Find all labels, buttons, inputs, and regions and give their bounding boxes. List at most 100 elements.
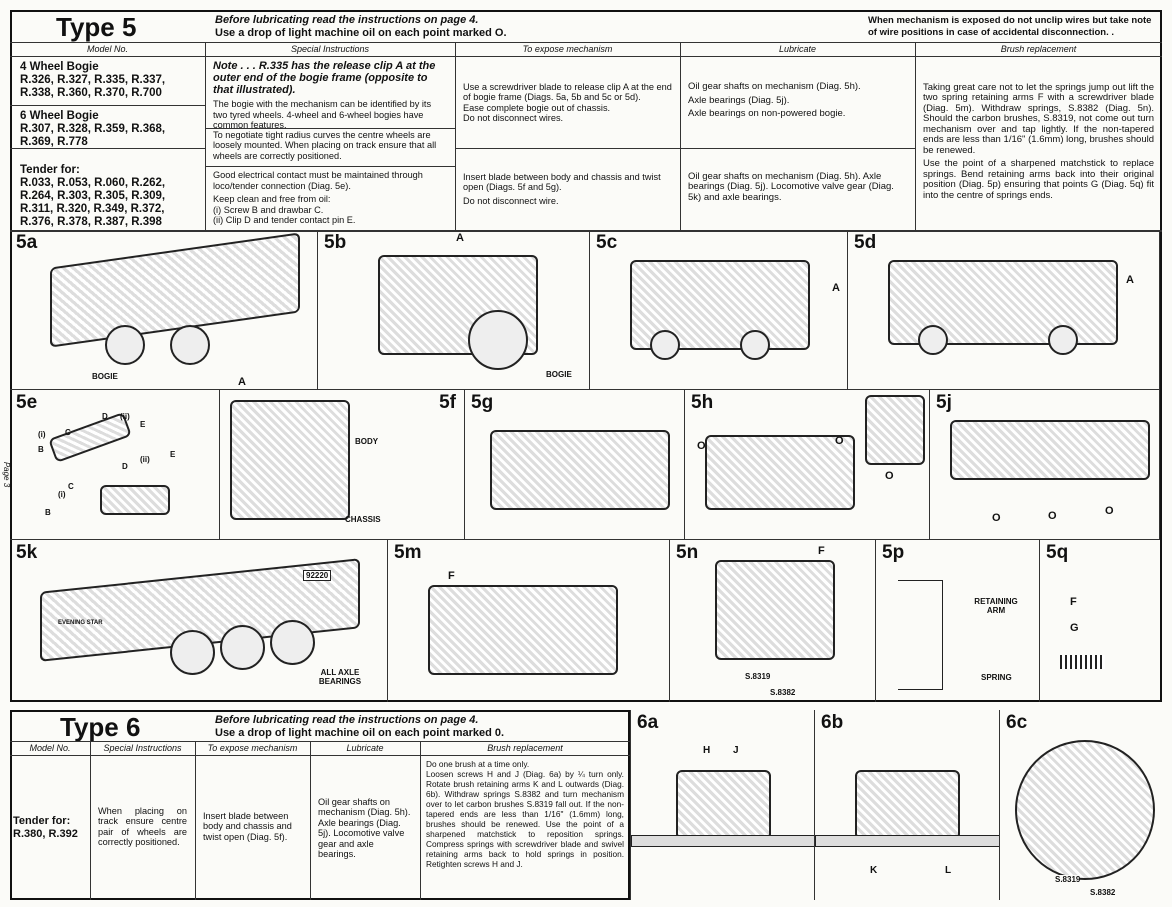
- lubricate-bogie-cell: Oil gear shafts on mechanism (Diag. 5h).…: [680, 57, 915, 148]
- type5-header-line2: Use a drop of light machine oil on each …: [215, 27, 507, 39]
- tag: A: [456, 232, 464, 244]
- tag: BOGIE: [546, 370, 572, 379]
- diagram-6a: 6a H J: [630, 710, 815, 900]
- tag: S.8319: [1055, 875, 1081, 884]
- tag: A: [1126, 274, 1134, 286]
- tag: (i): [58, 490, 66, 499]
- tag: BODY: [355, 437, 379, 446]
- diagram-label: 5k: [16, 542, 38, 563]
- tag: H: [703, 745, 711, 756]
- tag: O: [885, 470, 894, 482]
- bogie-text: The bogie with the mechanism can be iden…: [213, 99, 432, 130]
- tag: SPRING: [981, 673, 1012, 682]
- expose-text: Use a screwdriver blade to release clip …: [463, 81, 672, 103]
- brush-text: Taking great care not to let the springs…: [923, 81, 1154, 156]
- tag: (ii): [120, 412, 130, 421]
- t6-model: Tender for:R.380, R.392: [10, 756, 90, 900]
- diagram-label: 6a: [637, 712, 659, 733]
- tag: A: [238, 376, 246, 388]
- diagram-label: 5d: [854, 232, 877, 253]
- model-group-title: 6 Wheel Bogie: [20, 110, 99, 122]
- page-number: Page 3: [2, 461, 12, 488]
- lubricate-text: Axle bearings (Diag. 5j). Locomotive val…: [318, 817, 405, 860]
- model-list: R.380, R.392: [13, 828, 78, 840]
- t6-col-special: Special Instructions: [90, 741, 195, 756]
- expose-text: Do not disconnect wires.: [463, 113, 564, 123]
- expose-text: Insert blade between body and chassis an…: [203, 810, 292, 842]
- tag: O: [1048, 510, 1057, 522]
- diagram-label: 5b: [324, 232, 347, 253]
- tag: E: [170, 450, 176, 459]
- diagram-label: 5m: [394, 542, 422, 563]
- col-lubricate: Lubricate: [680, 42, 915, 57]
- tag: 92220: [303, 570, 332, 581]
- tag: RETAINING ARM: [974, 597, 1018, 615]
- diagram-label: 5j: [936, 392, 952, 413]
- type6-header-line2: Use a drop of light machine oil on each …: [215, 727, 505, 739]
- note-text: Note . . . R.335 has the release clip A …: [213, 60, 436, 96]
- tag: D: [122, 462, 128, 471]
- tag: E: [140, 420, 146, 429]
- brush-text: Loosen screws H and J (Diag. 6a) by ¼ tu…: [426, 769, 624, 869]
- clean-i: (i) Screw B and drawbar C.: [213, 204, 324, 215]
- col-brush: Brush replacement: [915, 42, 1162, 57]
- type5-section: [10, 10, 1162, 702]
- model-group-title: Tender for:: [20, 164, 80, 176]
- type5-title: Type 5: [56, 12, 137, 42]
- model-list: R.307, R.328, R.359, R.368, R.369, R.778: [20, 123, 166, 148]
- tag: B: [45, 508, 51, 517]
- tag: F: [1070, 596, 1077, 608]
- diagram-label: 5g: [471, 392, 494, 413]
- tag: F: [448, 570, 455, 582]
- type6-section: [10, 710, 630, 900]
- diagram-label: 5q: [1046, 542, 1069, 563]
- tag: J: [733, 745, 739, 756]
- t6-col-model: Model No.: [10, 741, 90, 756]
- tag: S.8382: [770, 688, 796, 697]
- expose-text: Ease complete bogie out of chassis.: [463, 102, 611, 113]
- expose-text: Insert blade between body and chassis an…: [463, 171, 661, 193]
- type5-header-line1: Before lubricating read the instructions…: [215, 14, 479, 26]
- tag: ALL AXLE BEARINGS: [318, 668, 362, 686]
- type6-title: Type 6: [60, 712, 141, 742]
- col-special: Special Instructions: [205, 42, 455, 57]
- tag: EVENING STAR: [58, 620, 103, 626]
- brush-replacement-cell: Taking great care not to let the springs…: [915, 57, 1162, 230]
- lubricate-text: Oil gear shafts on mechanism (Diag. 5h).…: [688, 170, 894, 203]
- tag: (i): [38, 430, 46, 439]
- diagram-label: 5p: [882, 542, 905, 563]
- lubricate-text: Axle bearings (Diag. 5j).: [688, 94, 790, 106]
- diagram-label: 6b: [821, 712, 844, 733]
- diagram-5a: 5a BOGIE A: [10, 230, 318, 390]
- tag: G: [1070, 622, 1079, 634]
- t6-col-brush: Brush replacement: [420, 741, 630, 756]
- model-group-title: Tender for:: [13, 815, 71, 827]
- diagram-label: 5a: [16, 232, 38, 253]
- diagram-5b: 5b A BOGIE: [318, 230, 590, 390]
- diagram-5m: 5m F: [388, 540, 670, 702]
- brush-text: Use the point of a sharpened matchstick …: [923, 158, 1154, 201]
- tag: O: [697, 440, 706, 452]
- col-expose: To expose mechanism: [455, 42, 680, 57]
- clean-ii: (ii) Clip D and tender contact pin E.: [213, 215, 356, 226]
- diagram-label: 5h: [691, 392, 714, 413]
- model-list: R.033, R.053, R.060, R.262, R.264, R.303…: [20, 177, 166, 228]
- tag: CHASSIS: [345, 515, 381, 524]
- model-tender: Tender for:R.033, R.053, R.060, R.262, R…: [10, 160, 205, 230]
- curves-text: To negotiate tight radius curves the cen…: [213, 129, 437, 161]
- t6-col-expose: To expose mechanism: [195, 741, 310, 756]
- diagram-5c: 5c A: [590, 230, 848, 390]
- diagram-label: 5c: [596, 232, 618, 253]
- tag: D: [102, 412, 108, 421]
- lubricate-text: Oil gear shafts on mechanism (Diag. 5h).: [688, 81, 861, 93]
- diagram-5p: 5p RETAINING ARM SPRING: [876, 540, 1040, 702]
- tag: C: [65, 428, 71, 437]
- tag: BOGIE: [92, 372, 118, 381]
- expose-bogie-cell: Use a screwdriver blade to release clip …: [455, 57, 680, 148]
